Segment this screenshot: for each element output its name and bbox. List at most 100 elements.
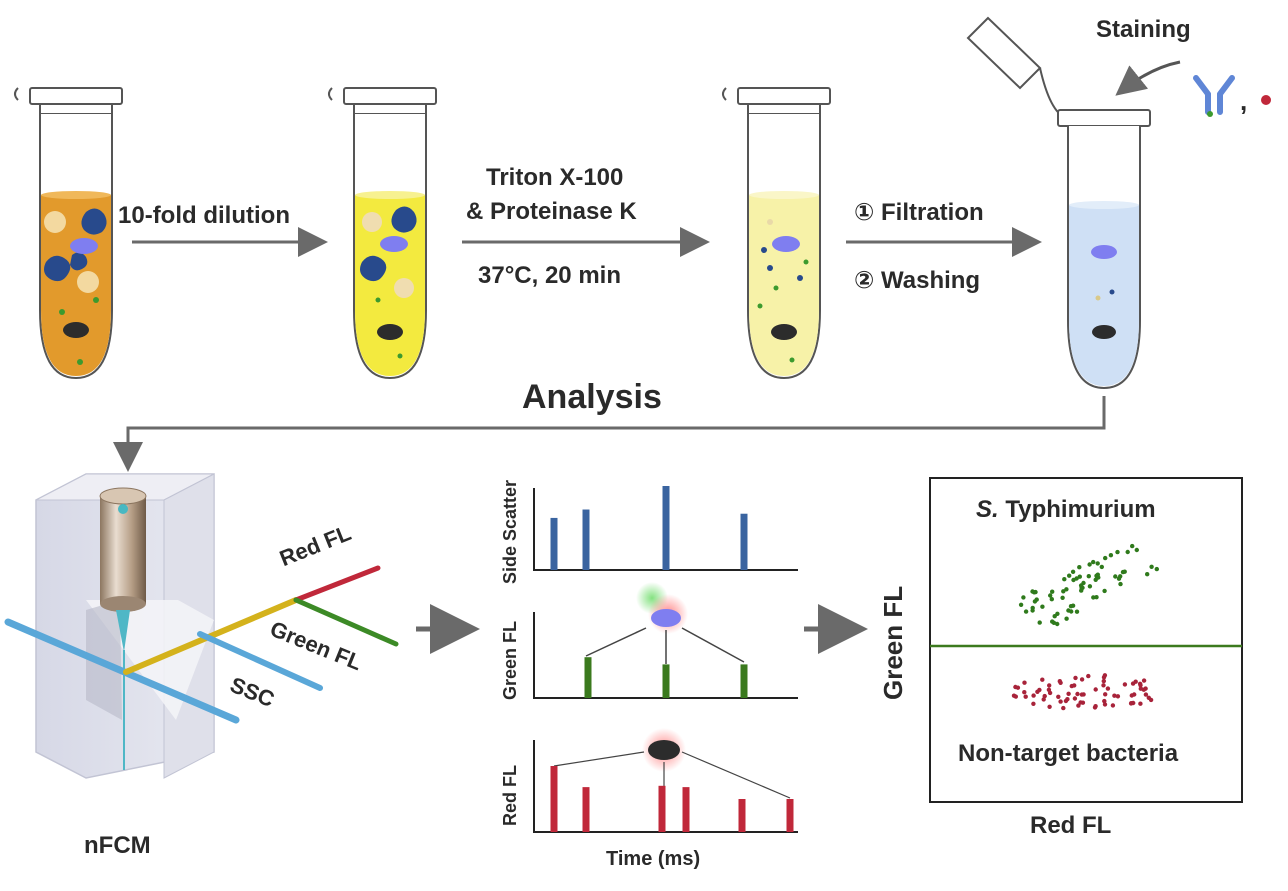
nontarget-dot [1130, 681, 1136, 686]
target-dot [1149, 564, 1154, 569]
step3-filtration: ① Filtration [854, 199, 984, 226]
nontarget-dot [1132, 692, 1137, 697]
nontarget-dot [1075, 691, 1080, 697]
target-dot [1074, 609, 1080, 614]
target-dot [1050, 589, 1055, 594]
target-dot [1068, 604, 1074, 609]
step2-line2: & Proteinase K [466, 198, 637, 225]
nontarget-dot [1079, 677, 1085, 682]
target-dot [1077, 574, 1083, 579]
target-dot [1048, 593, 1053, 598]
nontarget-dot [1058, 680, 1063, 685]
nontarget-dot [1146, 695, 1152, 700]
green-fl-bar [662, 664, 670, 698]
nontarget-dot [1093, 704, 1098, 709]
target-dots [1018, 543, 1160, 627]
target-dot [1077, 565, 1082, 570]
nontarget-dot [1042, 693, 1047, 699]
side-scatter-bar [662, 486, 670, 570]
target-dot [1034, 597, 1039, 602]
target-dot [1021, 595, 1026, 600]
nontarget-dot [1138, 686, 1144, 691]
target-dot [1061, 589, 1066, 594]
nontarget-dot [1122, 682, 1128, 687]
target-dot [1055, 621, 1060, 627]
nontarget-dot [1105, 686, 1111, 691]
red-fl-bar [682, 787, 690, 832]
target-dot [1051, 620, 1057, 625]
target-dot [1067, 573, 1072, 578]
target-dot [1030, 589, 1035, 594]
nontarget-dot [1079, 692, 1085, 697]
target-dot [1030, 605, 1035, 611]
target-dot [1115, 549, 1120, 555]
nontarget-dot [1061, 705, 1066, 711]
target-label: S. Typhimurium [976, 496, 1156, 524]
nontarget-dot [1138, 683, 1143, 688]
side-scatter-bar [550, 517, 558, 570]
scatter-y-label: Green FL [878, 585, 908, 700]
nontarget-dot [1073, 675, 1078, 681]
target-species: Typhimurium [1005, 496, 1156, 523]
nontarget-dot [1093, 687, 1098, 692]
target-dot [1074, 576, 1079, 581]
tube-2-yellow [328, 87, 437, 380]
nontarget-dot [1102, 702, 1108, 707]
tube-1-orange [14, 87, 123, 380]
target-dot [1094, 595, 1099, 600]
target-dot [1066, 608, 1071, 613]
green-fl-bar [584, 657, 592, 698]
target-dot [1102, 588, 1107, 594]
nontarget-dot [1141, 678, 1147, 683]
target-dot [1040, 604, 1045, 609]
target-dot [1049, 597, 1055, 602]
nontarget-dot [1072, 696, 1078, 701]
target-dot [1145, 572, 1150, 577]
scatter-plot-frame [929, 477, 1243, 803]
target-dot [1060, 595, 1065, 600]
red-dye-icon [1261, 95, 1271, 105]
target-dot [1091, 559, 1096, 565]
nontarget-dot [1041, 697, 1046, 702]
target-dot [1081, 580, 1086, 586]
nontarget-dot [1143, 686, 1148, 691]
red-fl-axis-label: Red FL [500, 765, 520, 826]
target-dot [1154, 566, 1160, 572]
step2-condition: 37°C, 20 min [478, 262, 621, 289]
staining-arrow [1115, 60, 1181, 96]
nontarget-dots [1011, 673, 1154, 711]
side-scatter-bar [740, 513, 748, 570]
tube-4-light-blue [966, 16, 1151, 390]
target-dot [1087, 584, 1093, 589]
side-scatter-axes [533, 488, 798, 571]
target-dot [1023, 609, 1029, 614]
red-fl-bar [786, 799, 794, 832]
target-dot [1095, 561, 1100, 566]
nontarget-dot [1040, 677, 1045, 682]
target-dot [1108, 553, 1114, 558]
nontarget-dot [1076, 703, 1081, 708]
time-axis-label: Time (ms) [606, 848, 701, 870]
nontarget-label: Non-target bacteria [958, 740, 1179, 767]
nontarget-dot [1103, 692, 1108, 697]
step1-label: 10-fold dilution [118, 202, 290, 229]
target-dot [1096, 575, 1101, 580]
scatter-plot [929, 477, 1243, 803]
nontarget-dot [1022, 680, 1027, 685]
green-fl-axis-label: Green FL [500, 620, 520, 700]
green-fl-axes [533, 612, 798, 699]
nontarget-dot [1047, 704, 1052, 709]
target-dot [1113, 574, 1118, 579]
nontarget-dot [1058, 699, 1063, 704]
target-dot [1070, 569, 1076, 574]
nontarget-dot [1035, 689, 1040, 694]
nontarget-dot [1112, 693, 1117, 698]
step2-line1: Triton X-100 [486, 164, 624, 191]
target-dot [1134, 547, 1140, 553]
side-scatter-bar [582, 509, 590, 570]
side-scatter-axis-label: Side Scatter [500, 479, 520, 584]
nontarget-dot [1138, 701, 1143, 706]
antibody-icon [1193, 75, 1235, 117]
nontarget-dot [1078, 700, 1083, 705]
